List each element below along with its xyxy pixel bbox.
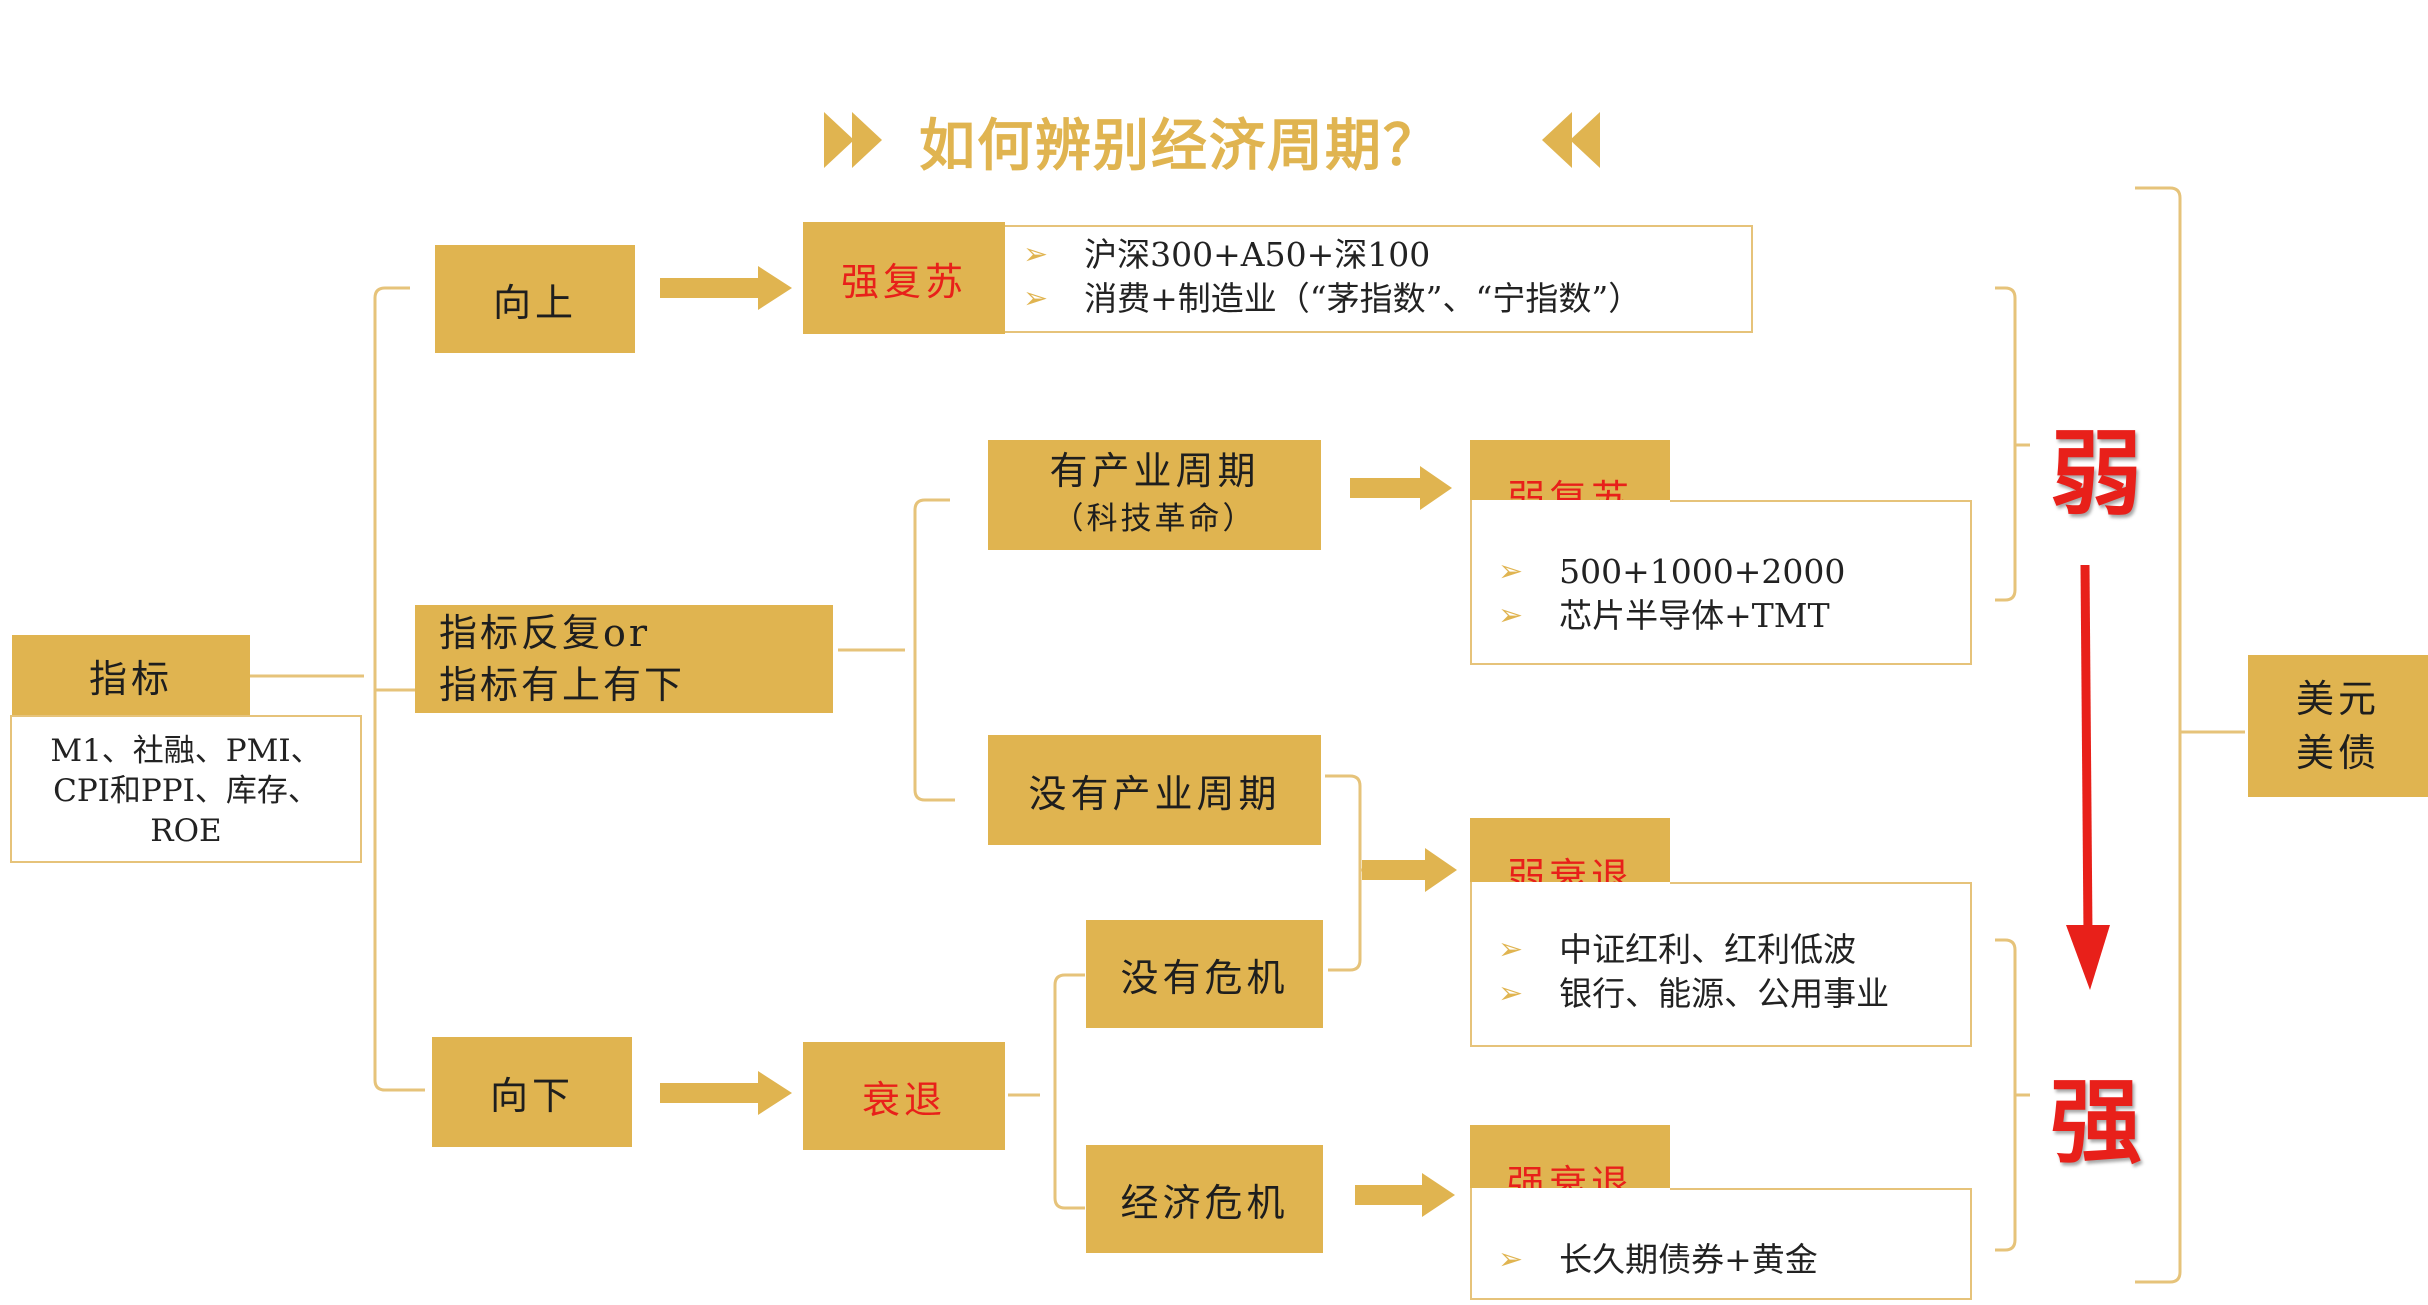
- industry-cycle-box: 有产业周期 （科技革命）: [988, 440, 1321, 550]
- arrow-down-to-recession-icon: [660, 1071, 792, 1115]
- weak-recession-item-1: ➢ 中证红利、红利低波: [1498, 928, 1970, 972]
- branch-up-label: 向上: [492, 280, 577, 325]
- chevron-right-icon: ➢: [1498, 554, 1524, 589]
- no-industry-cycle-box: 没有产业周期: [988, 735, 1321, 845]
- recession-label: 衰退: [861, 1077, 946, 1122]
- indicator-detail-line-3: ROE: [150, 813, 222, 849]
- indicator-detail-box: M1、社融、PMI、 CPI和PPI、库存、 ROE: [10, 715, 362, 863]
- strong-recession-item-1: ➢ 长久期债券+黄金: [1498, 1238, 1970, 1282]
- weak-side-label: 弱: [2050, 421, 2143, 528]
- branch-up-box: 向上: [435, 245, 635, 353]
- red-arrow-down-icon: [2066, 564, 2110, 990]
- bracket-lines: [250, 186, 2245, 1284]
- indicator-detail-line-1: M1、社融、PMI、: [50, 733, 322, 769]
- economic-crisis-box: 经济危机: [1086, 1145, 1323, 1253]
- arrow-to-weak-recession-icon: [1362, 848, 1457, 892]
- strong-recovery-item-2-text: 消费+制造业（“茅指数”、“宁指数”）: [1084, 279, 1642, 318]
- weak-recession-item-2-text: 银行、能源、公用事业: [1559, 974, 1890, 1013]
- strong-recession-item-1-text: 长久期债券+黄金: [1559, 1240, 1818, 1279]
- strong-recovery-label: 强复苏: [840, 259, 967, 304]
- strong-recovery-label-box: 强复苏: [803, 222, 1005, 334]
- usd-line-1: 美元: [2295, 677, 2380, 721]
- strong-recovery-item-1: ➢ 沪深300+A50+深100: [1023, 233, 1751, 277]
- weak-recession-item-1-text: 中证红利、红利低波: [1559, 930, 1857, 969]
- industry-cycle-line-2: （科技革命）: [1052, 501, 1257, 537]
- page-title: 如何辨别经济周期？: [919, 113, 1441, 179]
- strong-recovery-detail-box: ➢ 沪深300+A50+深100 ➢ 消费+制造业（“茅指数”、“宁指数”）: [1003, 225, 1753, 333]
- branch-mixed-line-2: 指标有上有下: [439, 663, 686, 707]
- usd-treasury-box: 美元 美债: [2248, 655, 2428, 797]
- branch-mixed-box: 指标反复or 指标有上有下: [415, 605, 833, 713]
- title-arrow-left-2-icon: [1542, 112, 1572, 168]
- weak-recession-detail-box: ➢ 中证红利、红利低波 ➢ 银行、能源、公用事业: [1470, 882, 1972, 1047]
- chevron-right-icon: ➢: [1023, 237, 1049, 272]
- weak-recovery-item-2: ➢ 芯片半导体+TMT: [1498, 594, 1970, 638]
- indicator-label: 指标: [88, 656, 173, 701]
- weak-recession-top-rule: [1670, 882, 1972, 884]
- weak-recovery-item-2-text: 芯片半导体+TMT: [1559, 596, 1830, 635]
- usd-line-2: 美债: [2295, 731, 2380, 775]
- arrow-crisis-to-strong-recession-icon: [1355, 1173, 1455, 1217]
- no-industry-cycle-label: 没有产业周期: [1028, 771, 1281, 816]
- industry-cycle-line-1: 有产业周期: [1049, 449, 1260, 493]
- chevron-right-icon: ➢: [1498, 976, 1524, 1011]
- chevron-right-icon: ➢: [1498, 1242, 1524, 1277]
- weak-recovery-item-1: ➢ 500+1000+2000: [1498, 550, 1970, 594]
- no-crisis-box: 没有危机: [1086, 920, 1323, 1028]
- branch-down-box: 向下: [432, 1037, 632, 1147]
- no-crisis-label: 没有危机: [1120, 955, 1289, 1000]
- recession-box: 衰退: [803, 1042, 1005, 1150]
- title-decor: [824, 112, 1600, 168]
- strong-recovery-item-1-text: 沪深300+A50+深100: [1084, 235, 1431, 274]
- chevron-right-icon: ➢: [1498, 598, 1524, 633]
- weak-recovery-item-1-text: 500+1000+2000: [1559, 552, 1846, 591]
- arrow-up-to-strong-recovery-icon: [660, 266, 792, 310]
- branch-mixed-line-1: 指标反复or: [439, 611, 651, 655]
- arrow-industry-to-weak-recovery-icon: [1350, 466, 1452, 510]
- weak-recession-item-2: ➢ 银行、能源、公用事业: [1498, 972, 1970, 1016]
- economic-crisis-label: 经济危机: [1120, 1180, 1289, 1225]
- flow-arrows: [660, 266, 1457, 1217]
- indicator-label-box: 指标: [12, 635, 250, 715]
- chevron-right-icon: ➢: [1498, 932, 1524, 967]
- strong-side-label: 强: [2050, 1069, 2143, 1176]
- chevron-right-icon: ➢: [1023, 281, 1049, 316]
- weak-recovery-detail-box: ➢ 500+1000+2000 ➢ 芯片半导体+TMT: [1470, 500, 1972, 665]
- strong-recovery-item-2: ➢ 消费+制造业（“茅指数”、“宁指数”）: [1023, 277, 1751, 321]
- weak-recovery-top-rule: [1670, 500, 1972, 502]
- title-arrow-left-1-icon: [1570, 112, 1600, 168]
- strong-recession-detail-box: ➢ 长久期债券+黄金: [1470, 1188, 1972, 1300]
- branch-down-label: 向下: [489, 1073, 574, 1118]
- indicator-detail-line-2: CPI和PPI、库存、: [53, 773, 319, 809]
- title-block: 如何辨别经济周期？: [820, 96, 1540, 186]
- strong-recession-top-rule: [1670, 1188, 1972, 1190]
- title-arrow-right-2-icon: [852, 112, 882, 168]
- title-arrow-right-1-icon: [824, 112, 854, 168]
